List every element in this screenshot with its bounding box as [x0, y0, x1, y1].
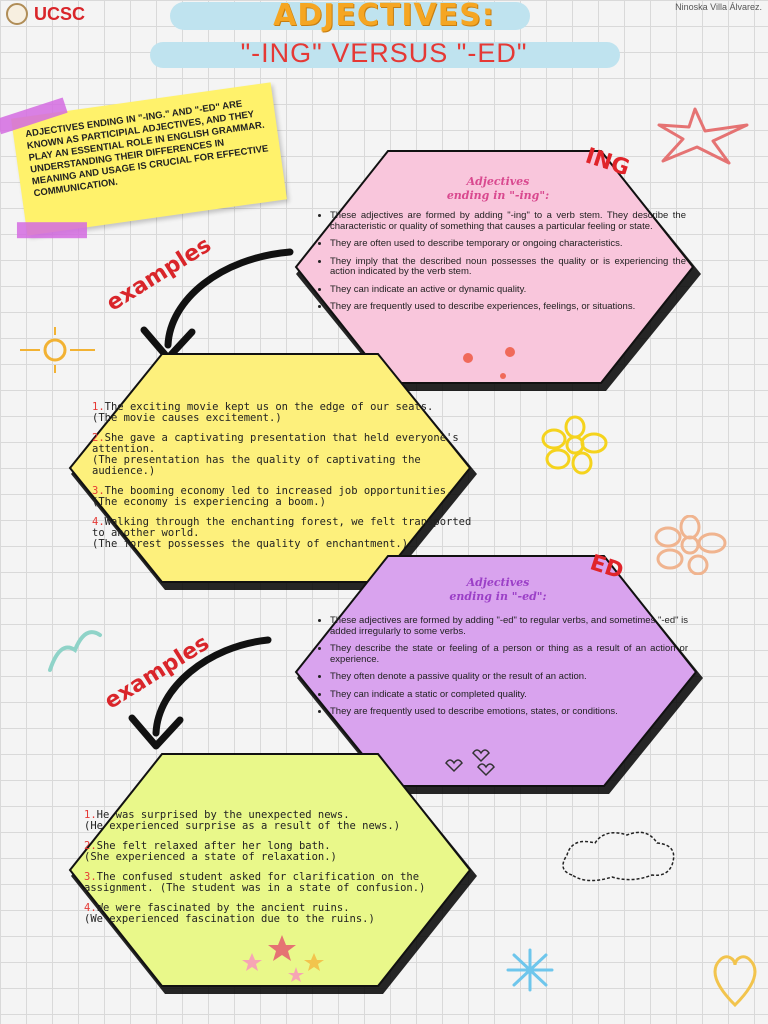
heart-doodle-icon — [713, 955, 757, 1008]
example-item: 3.The confused student asked for clarifi… — [84, 872, 472, 894]
ed-hexagon-shape — [294, 555, 703, 794]
sparkle-doodle-icon — [506, 948, 554, 992]
example-item: 4.Walking through the enchanting forest,… — [92, 517, 472, 550]
ed-heading-line2: ending in "-ed": — [449, 590, 547, 603]
ed-points: These adjectives are formed by adding "-… — [318, 615, 688, 725]
ing-hexagon-shape — [294, 150, 701, 391]
ing-hexagon: Adjectives ending in "-ing": These adjec… — [288, 145, 703, 395]
ed-hexagon: Adjectives ending in "-ed": These adject… — [288, 550, 706, 798]
ed-heading-line1: Adjectives — [466, 576, 530, 589]
logo-text: UCSC — [34, 3, 86, 24]
ing-heading-line1: Adjectives — [466, 175, 530, 188]
example-text: She gave a captivating presentation that… — [92, 432, 459, 477]
example-number: 1. — [84, 809, 97, 821]
example-number: 1. — [92, 401, 105, 413]
ed-point: They can indicate a static or completed … — [330, 689, 688, 701]
example-item: 1.The exciting movie kept us on the edge… — [92, 402, 472, 424]
example-number: 4. — [92, 516, 105, 528]
ing-points: These adjectives are formed by adding "-… — [318, 210, 686, 320]
intro-note: ADJECTIVES ENDING IN "-ING." AND "-ED" A… — [0, 82, 287, 239]
ucsc-logo: UCSC — [6, 3, 85, 25]
flowers-doodle-icon — [463, 347, 515, 379]
seal-icon — [6, 3, 28, 25]
example-text: She felt relaxed after her long bath. (S… — [84, 840, 337, 863]
page-title: ADJECTIVES: — [273, 0, 495, 33]
ing-point: They imply that the described noun posse… — [330, 256, 686, 278]
ing-point: They are frequently used to describe exp… — [330, 301, 686, 313]
example-item: 1.He was surprised by the unexpected new… — [84, 810, 472, 832]
ed-examples-hexagon: 1.He was surprised by the unexpected new… — [62, 748, 480, 998]
example-item: 4.We were fascinated by the ancient ruin… — [84, 903, 472, 925]
wave-doodle-icon — [48, 630, 102, 672]
example-text: We were fascinated by the ancient ruins.… — [84, 902, 375, 925]
ed-point: They describe the state or feeling of a … — [330, 643, 688, 665]
flower-peach-icon — [654, 515, 727, 575]
ed-examples-shape — [68, 753, 477, 994]
star-doodle-icon — [657, 107, 749, 165]
example-item: 2.She felt relaxed after her long bath. … — [84, 841, 472, 863]
ing-examples-list: 1.The exciting movie kept us on the edge… — [92, 402, 472, 559]
ing-heading: Adjectives ending in "-ing": — [408, 175, 588, 203]
page-subtitle: "-ING" VERSUS "-ED" — [240, 38, 528, 68]
title-banner — [170, 2, 530, 30]
example-item: 3.The booming economy led to increased j… — [92, 486, 472, 508]
ing-point: They can indicate an active or dynamic q… — [330, 284, 686, 296]
example-number: 3. — [92, 485, 105, 497]
sun-doodle-icon — [20, 327, 95, 373]
cloud-doodle-icon — [562, 831, 675, 882]
ed-point: They often denote a passive quality or t… — [330, 671, 688, 683]
ed-point: They are frequently used to describe emo… — [330, 706, 688, 718]
example-number: 4. — [84, 902, 97, 914]
example-text: He was surprised by the unexpected news.… — [84, 809, 401, 832]
hearts-doodle-icon — [445, 749, 495, 777]
tape-bottom — [16, 222, 87, 239]
ing-heading-line2: ending in "-ing": — [446, 189, 550, 202]
ed-examples-list: 1.He was surprised by the unexpected new… — [84, 810, 472, 934]
flower-yellow-icon — [541, 415, 608, 475]
example-text: Walking through the enchanting forest, w… — [92, 516, 472, 550]
author-name: Ninoska Villa Álvarez. — [675, 2, 762, 12]
example-number: 2. — [92, 432, 105, 444]
example-number: 2. — [84, 840, 97, 852]
ing-examples-hexagon: 1.The exciting movie kept us on the edge… — [62, 348, 480, 593]
example-text: The confused student asked for clarifica… — [84, 871, 426, 894]
stars-doodle-icon — [242, 935, 324, 982]
ing-point: They are often used to describe temporar… — [330, 238, 686, 250]
arrow-icon — [128, 636, 272, 750]
ing-point: These adjectives are formed by adding "-… — [330, 210, 686, 232]
ed-point: These adjectives are formed by adding "-… — [330, 615, 688, 637]
example-text: The booming economy led to increased job… — [92, 485, 453, 508]
ing-examples-shape — [68, 353, 477, 590]
ed-heading: Adjectives ending in "-ed": — [408, 576, 588, 604]
example-item: 2.She gave a captivating presentation th… — [92, 433, 472, 477]
example-number: 3. — [84, 871, 97, 883]
example-text: The exciting movie kept us on the edge o… — [92, 401, 434, 424]
subtitle-banner — [150, 42, 620, 68]
